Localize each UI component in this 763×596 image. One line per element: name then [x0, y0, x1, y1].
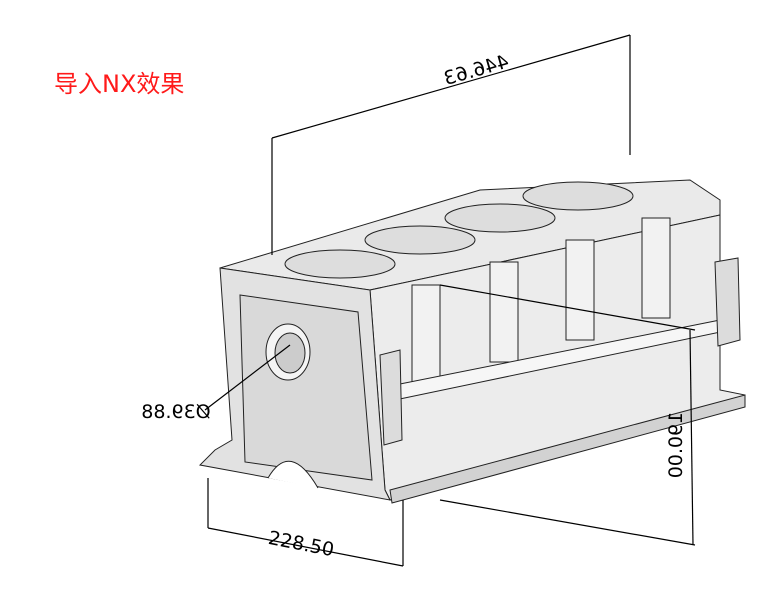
dimension-bore: Ø39.88	[141, 401, 210, 423]
dimension-height: 190.00	[665, 412, 687, 478]
dimension-lines	[204, 34, 696, 567]
dimension-width: 228.50	[266, 527, 335, 561]
dimension-length: 446.63	[441, 50, 511, 89]
engine-block	[198, 179, 746, 504]
image-title: 导入NX效果	[54, 70, 185, 98]
